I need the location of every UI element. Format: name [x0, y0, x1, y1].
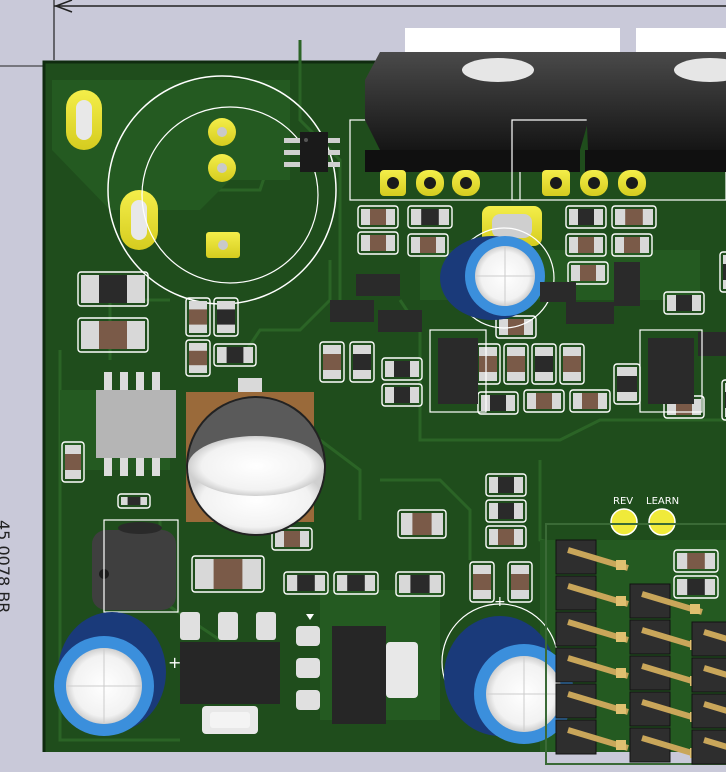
smd-part [476, 344, 500, 384]
smd-part [674, 550, 718, 572]
mounting-slot-left [120, 190, 158, 250]
smd-part [470, 562, 494, 602]
smd-part [284, 572, 328, 594]
inductor [92, 520, 178, 612]
led-learn [649, 509, 675, 535]
smd-part [78, 318, 148, 352]
smd-part [62, 442, 84, 482]
smd-part [358, 206, 398, 228]
smd-part [486, 526, 526, 548]
smd-part [408, 206, 452, 228]
smd-part [382, 358, 422, 380]
smd-part [612, 234, 652, 256]
smd-part [398, 510, 446, 538]
smd-part [214, 344, 256, 366]
smd-part [560, 344, 584, 384]
smd-part [320, 342, 344, 382]
smd-electrolytic-capacitor [186, 378, 326, 536]
smd-part [566, 206, 606, 228]
ic-small-top [284, 132, 340, 172]
sot223-mid-1 [430, 330, 486, 412]
led-rev [611, 509, 637, 535]
smd-part [486, 474, 526, 496]
smd-part [524, 390, 564, 412]
smd-part [408, 234, 448, 256]
smd-part [614, 364, 640, 404]
smd-part [192, 556, 264, 592]
smd-part [664, 292, 704, 314]
smd-part [532, 344, 556, 384]
smd-part [350, 342, 374, 382]
svg-text:+: + [494, 594, 506, 610]
mounting-slot-top-left [66, 90, 102, 150]
smd-part [186, 298, 210, 336]
smd-part [508, 562, 532, 602]
smd-part [674, 576, 718, 598]
led-label-rev: REV [613, 496, 633, 507]
smd-part [334, 572, 378, 594]
sot223-mid-2 [640, 330, 702, 412]
svg-text:+: + [168, 653, 181, 672]
smd-part [186, 340, 210, 376]
smd-part [358, 232, 398, 254]
smd-part [612, 206, 656, 228]
smd-part [78, 272, 148, 306]
smd-part [570, 390, 610, 412]
smd-part [486, 500, 526, 522]
led-label-learn: LEARN [646, 496, 679, 507]
smd-part [566, 234, 606, 256]
smd-part [568, 262, 608, 284]
smd-part [478, 392, 518, 414]
smd-part [396, 572, 444, 596]
smd-part [382, 384, 422, 406]
board-bottom-edge [0, 752, 726, 772]
smd-part [504, 344, 528, 384]
smd-part [214, 298, 238, 336]
dimension-label: 45.0078 BR [0, 520, 13, 613]
